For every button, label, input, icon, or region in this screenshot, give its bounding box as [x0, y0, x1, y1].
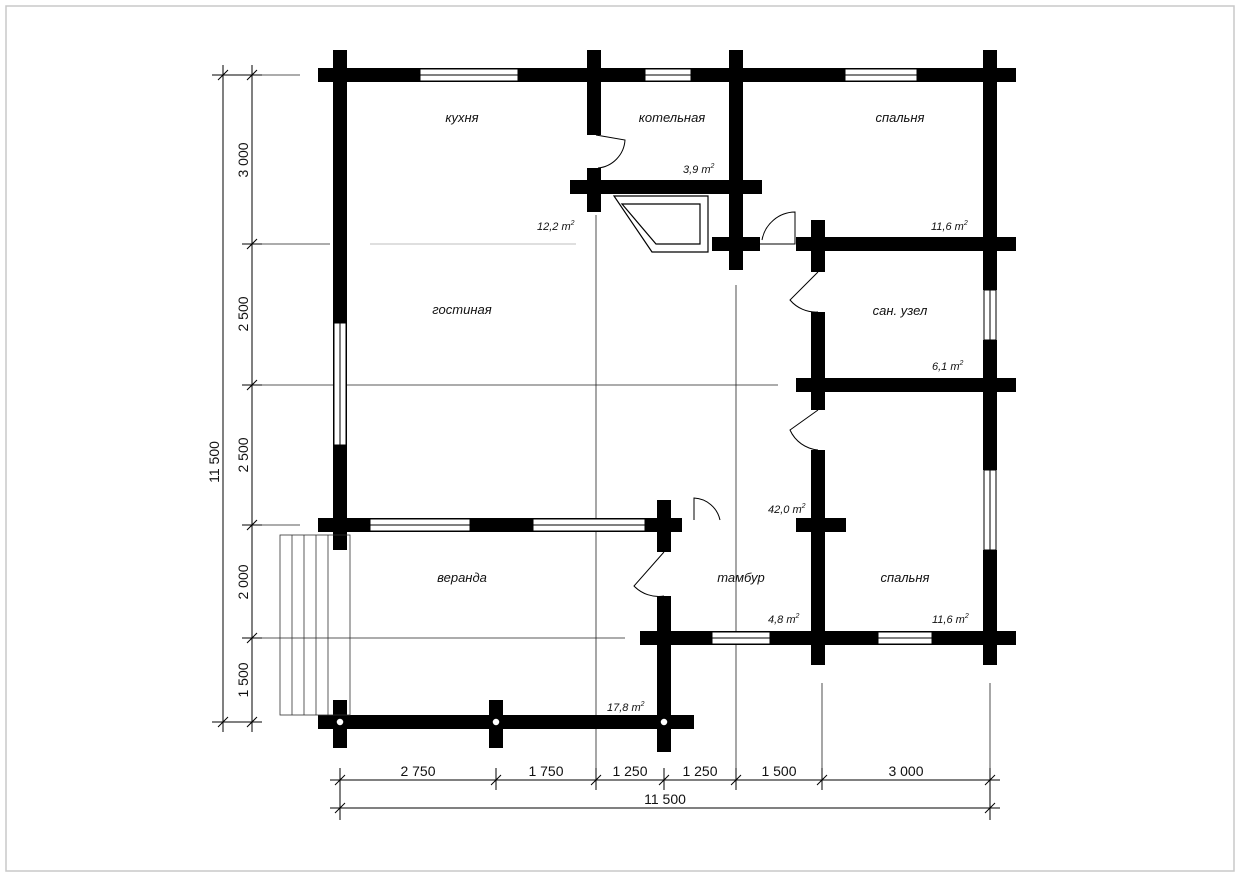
dim-bottom-4: 1 250	[682, 763, 717, 779]
area-vestibule: 4,8 m2	[768, 613, 800, 626]
room-bedroom-bottom: спальня	[880, 570, 929, 585]
area-labels: 3,9 m2 12,2 m2 11,6 m2 6,1 m2 42,0 m2 4,…	[537, 163, 969, 714]
room-labels: кухня котельная спальня гостиная сан. уз…	[432, 110, 929, 585]
dim-left-2: 2 500	[235, 296, 251, 331]
left-dimension-labels: 3 000 2 500 2 500 2 000 1 500 11 500	[206, 142, 251, 697]
room-vestibule: тамбур	[717, 570, 765, 585]
bottom-dimension-labels: 2 750 1 750 1 250 1 250 1 500 3 000 11 5…	[400, 763, 923, 807]
bottom-dimensions	[330, 768, 1000, 820]
doors	[595, 134, 819, 597]
dim-left-4: 2 000	[235, 564, 251, 599]
sheet-frame	[5, 5, 1235, 872]
room-bedroom-top: спальня	[875, 110, 924, 125]
room-boiler: котельная	[639, 110, 706, 125]
left-dimensions	[212, 65, 262, 732]
dim-bottom-5: 1 500	[761, 763, 796, 779]
walls	[318, 50, 1016, 752]
room-living: гостиная	[432, 302, 491, 317]
dim-bottom-6: 3 000	[888, 763, 923, 779]
dim-bottom-2: 1 750	[528, 763, 563, 779]
dim-left-1: 3 000	[235, 142, 251, 177]
dim-bottom-1: 2 750	[400, 763, 435, 779]
dim-bottom-total: 11 500	[644, 791, 686, 807]
stove	[612, 195, 709, 253]
area-kitchen: 12,2 m2	[537, 220, 575, 233]
veranda-posts	[335, 717, 669, 727]
area-veranda: 17,8 m2	[607, 701, 645, 714]
veranda-steps	[279, 534, 351, 716]
area-boiler: 3,9 m2	[683, 163, 715, 176]
dim-left-5: 1 500	[235, 662, 251, 697]
windows	[333, 68, 997, 645]
room-veranda: веранда	[437, 570, 487, 585]
area-bathroom: 6,1 m2	[932, 360, 964, 373]
area-bedroom-top: 11,6 m2	[931, 220, 968, 233]
dim-bottom-3: 1 250	[612, 763, 647, 779]
area-bedroom-bottom: 11,6 m2	[932, 613, 969, 626]
dim-left-total: 11 500	[206, 441, 222, 483]
room-kitchen: кухня	[445, 110, 478, 125]
room-bathroom: сан. узел	[873, 303, 928, 318]
area-living: 42,0 m2	[768, 503, 806, 516]
dim-left-3: 2 500	[235, 437, 251, 472]
